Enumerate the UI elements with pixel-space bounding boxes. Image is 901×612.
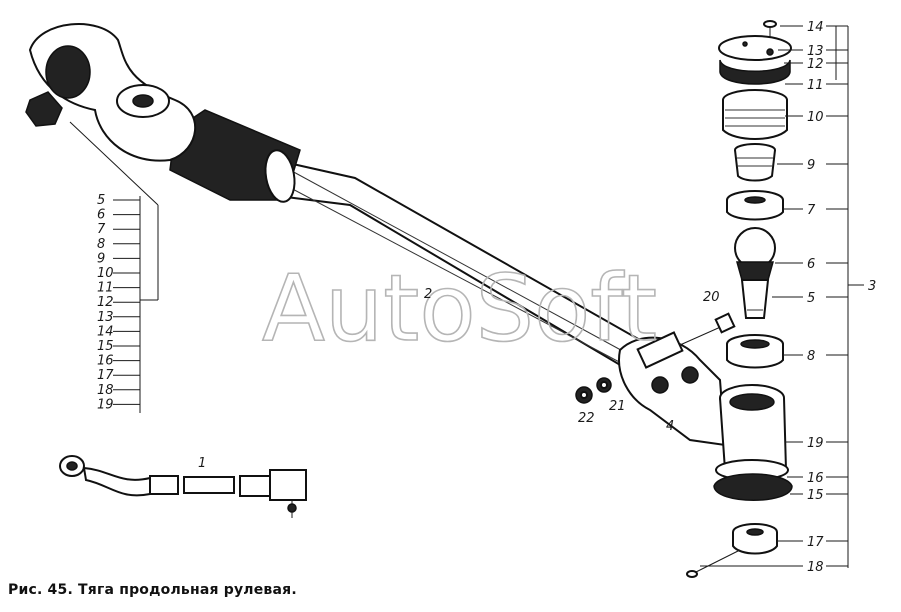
left-callout-7: 7 (97, 222, 106, 237)
socket-housing (713, 384, 793, 501)
left-callout-19: 19 (97, 397, 114, 412)
left-callout-6: 6 (97, 208, 105, 223)
left-callout-9: 9 (97, 251, 105, 266)
right-callout-5: 5 (807, 291, 815, 306)
label-assembly: 1 (198, 456, 206, 471)
left-callout-12: 12 (97, 295, 114, 310)
right-callout-14: 14 (807, 20, 824, 35)
left-callout-10: 10 (97, 266, 114, 281)
label-bolt: 20 (703, 290, 720, 305)
right-callout-8: 8 (807, 349, 815, 364)
label-tip: 4 (666, 419, 674, 434)
right-callout-10: 10 (807, 110, 824, 125)
right-callout-6: 6 (807, 257, 815, 272)
right-callout-7: 7 (807, 203, 816, 218)
label-nut: 22 (578, 411, 595, 426)
right-callout-17: 17 (807, 535, 824, 550)
left-callout-17: 17 (97, 368, 114, 383)
label-washer: 21 (609, 399, 626, 414)
right-callout-11: 11 (807, 78, 824, 93)
right-callout-13: 13 (807, 44, 824, 59)
watermark-text: AutoSoft (262, 255, 657, 362)
label-rod: 2 (424, 287, 432, 302)
assembly-mini (59, 455, 307, 518)
left-callout-13: 13 (97, 310, 114, 325)
right-tip-clamp (618, 331, 727, 447)
left-callout-11: 11 (97, 281, 114, 296)
left-head (25, 23, 197, 162)
left-callout-14: 14 (97, 324, 114, 339)
left-callout-8: 8 (97, 237, 105, 252)
right-callout-12: 12 (807, 57, 824, 72)
right-callout-19: 19 (807, 436, 824, 451)
right-callout-18: 18 (807, 560, 824, 575)
right-callout-9: 9 (807, 158, 815, 173)
group-label: 3 (868, 279, 876, 294)
left-callout-15: 15 (97, 339, 114, 354)
fasteners (575, 312, 736, 404)
left-callout-16: 16 (97, 354, 114, 369)
figure-caption: Рис. 45. Тяга продольная рулевая. (8, 582, 297, 598)
exploded-parts (686, 20, 792, 578)
right-callout-16: 16 (807, 471, 824, 486)
left-callout-18: 18 (97, 383, 114, 398)
right-callout-15: 15 (807, 488, 824, 503)
left-callout-5: 5 (97, 193, 105, 208)
